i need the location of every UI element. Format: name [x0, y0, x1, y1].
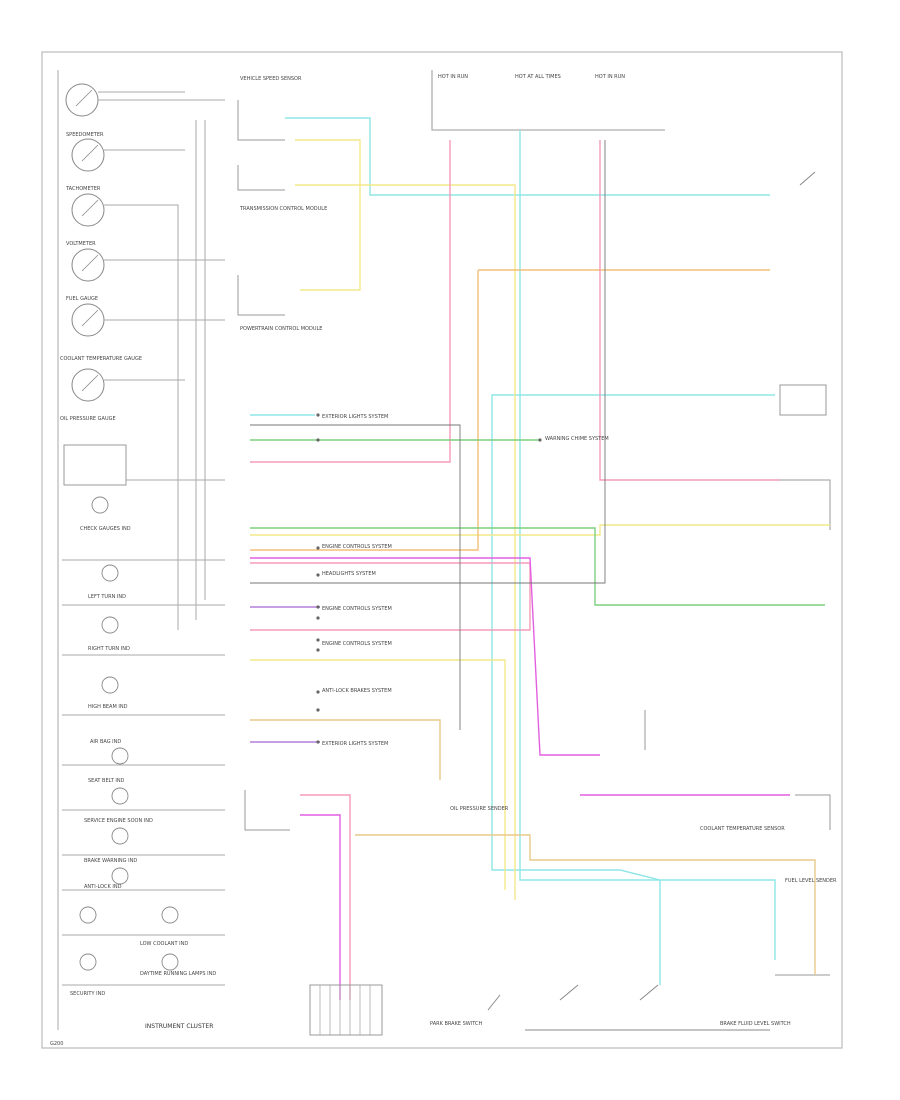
tcm-label: TRANSMISSION CONTROL MODULE	[239, 206, 327, 212]
wire-pink-4	[250, 562, 531, 631]
wire-set	[250, 117, 830, 1000]
wire-yellow-2	[295, 184, 516, 900]
engine-controls-label-3: ENGINE CONTROLS SYSTEM	[322, 641, 392, 647]
wire-tan-1	[250, 719, 441, 780]
oil-gauge-label: OIL PRESSURE GAUGE	[60, 416, 116, 422]
fuse-c-label: HOT IN RUN	[595, 74, 625, 80]
bulb-left-turn	[101, 564, 119, 582]
seat-belt-label: SEAT BELT IND	[88, 778, 125, 784]
vss-label: VEHICLE SPEED SENSOR	[240, 76, 302, 82]
oil-sender-label: OIL PRESSURE SENDER	[450, 806, 509, 812]
wire-tan-2	[355, 834, 816, 975]
bulb-security	[79, 953, 97, 971]
connector-pins	[316, 413, 542, 744]
fuse-a-label: HOT IN RUN	[438, 74, 468, 80]
wire-pink-1	[250, 140, 451, 463]
gauge-tachometer	[71, 193, 105, 227]
wire-yellow-3	[250, 524, 830, 536]
exterior-lights-label: EXTERIOR LIGHTS SYSTEM	[322, 414, 388, 420]
wire-cyan-4	[519, 130, 776, 960]
wire-cyan-1	[285, 117, 770, 196]
gauge-speedometer	[71, 138, 105, 172]
drl-label: DAYTIME RUNNING LAMPS IND	[140, 971, 216, 977]
module-boxes	[237, 70, 831, 976]
cluster-label: INSTRUMENT CLUSTER	[145, 1023, 213, 1030]
fluid-switch-label: BRAKE FLUID LEVEL SWITCH	[720, 1021, 791, 1027]
wire-magenta-1	[250, 557, 600, 756]
security-label: SECURITY IND	[70, 991, 105, 997]
gauge-needles	[75, 89, 99, 392]
wire-pink-3	[300, 794, 351, 1000]
coolant-gauge-label: COOLANT TEMPERATURE GAUGE	[60, 356, 142, 362]
ground-block-lines	[319, 985, 371, 1035]
wire-cyan-2	[491, 394, 775, 985]
right-turn-label: RIGHT TURN IND	[88, 646, 130, 652]
wire-black-2	[250, 140, 606, 584]
bulb-high-beam	[101, 676, 119, 694]
brake-warning-label: BRAKE WARNING IND	[84, 858, 137, 864]
bulb-low-coolant	[161, 906, 179, 924]
voltmeter-label: VOLTMETER	[66, 241, 96, 247]
bulb-abs	[79, 906, 97, 924]
anti-lock-system-label: ANTI-LOCK BRAKES SYSTEM	[322, 688, 392, 694]
bulb-air-bag	[111, 747, 129, 765]
gauge-voltmeter	[71, 248, 105, 282]
bottom-switches	[487, 171, 816, 1031]
wire-black-1	[250, 424, 461, 730]
low-coolant-label: LOW COOLANT IND	[140, 941, 188, 947]
speedometer-label: SPEEDOMETER	[66, 132, 104, 138]
bulb-service-engine	[111, 827, 129, 845]
bulb-seat-belt	[111, 787, 129, 805]
engine-controls-label-2: ENGINE CONTROLS SYSTEM	[322, 606, 392, 612]
air-bag-label: AIR BAG IND	[90, 739, 121, 745]
engine-controls-label-1: ENGINE CONTROLS SYSTEM	[322, 544, 392, 550]
fuse-b-label: HOT AT ALL TIMES	[515, 74, 561, 80]
tachometer-label: TACHOMETER	[65, 186, 101, 192]
left-turn-label: LEFT TURN IND	[88, 594, 126, 600]
wire-yellow-1	[295, 139, 361, 291]
headlights-label: HEADLIGHTS SYSTEM	[322, 571, 376, 577]
coolant-sensor-label: COOLANT TEMPERATURE SENSOR	[700, 826, 785, 832]
bulb-check	[91, 496, 109, 514]
wire-magenta-3	[300, 814, 341, 1000]
wire-yellow-4	[250, 659, 506, 890]
ground-label: G200	[50, 1041, 63, 1047]
bulb-brake	[111, 867, 129, 885]
ground-block	[309, 984, 383, 1036]
indicator-bulbs	[79, 496, 179, 971]
bulb-drl	[161, 953, 179, 971]
diagram-frame	[41, 51, 843, 1049]
indicator-lines	[62, 559, 225, 986]
check-gauges-label: CHECK GAUGES IND	[80, 526, 131, 532]
high-beam-label: HIGH BEAM IND	[88, 704, 128, 710]
gauge-feed-lines	[98, 91, 225, 630]
anti-lock-label: ANTI-LOCK IND	[84, 884, 122, 890]
service-engine-label: SERVICE ENGINE SOON IND	[84, 818, 153, 824]
bulb-right-turn	[101, 616, 119, 634]
fuel-sender-label: FUEL LEVEL SENDER	[785, 878, 837, 884]
gauge-coolant	[71, 368, 105, 402]
wire-pink-2	[599, 140, 780, 481]
fuel-gauge-label: FUEL GAUGE	[66, 296, 98, 302]
wire-green-2	[250, 527, 825, 606]
warning-chime-label: WARNING CHIME SYSTEM	[545, 436, 609, 442]
park-brake-label: PARK BRAKE SWITCH	[430, 1021, 482, 1027]
pcm-label: POWERTRAIN CONTROL MODULE	[240, 326, 322, 332]
wire-orange-2	[250, 270, 479, 551]
check-gauges-box	[63, 444, 127, 486]
exterior-lights-label-2: EXTERIOR LIGHTS SYSTEM	[322, 741, 388, 747]
gauge-group	[65, 83, 105, 402]
